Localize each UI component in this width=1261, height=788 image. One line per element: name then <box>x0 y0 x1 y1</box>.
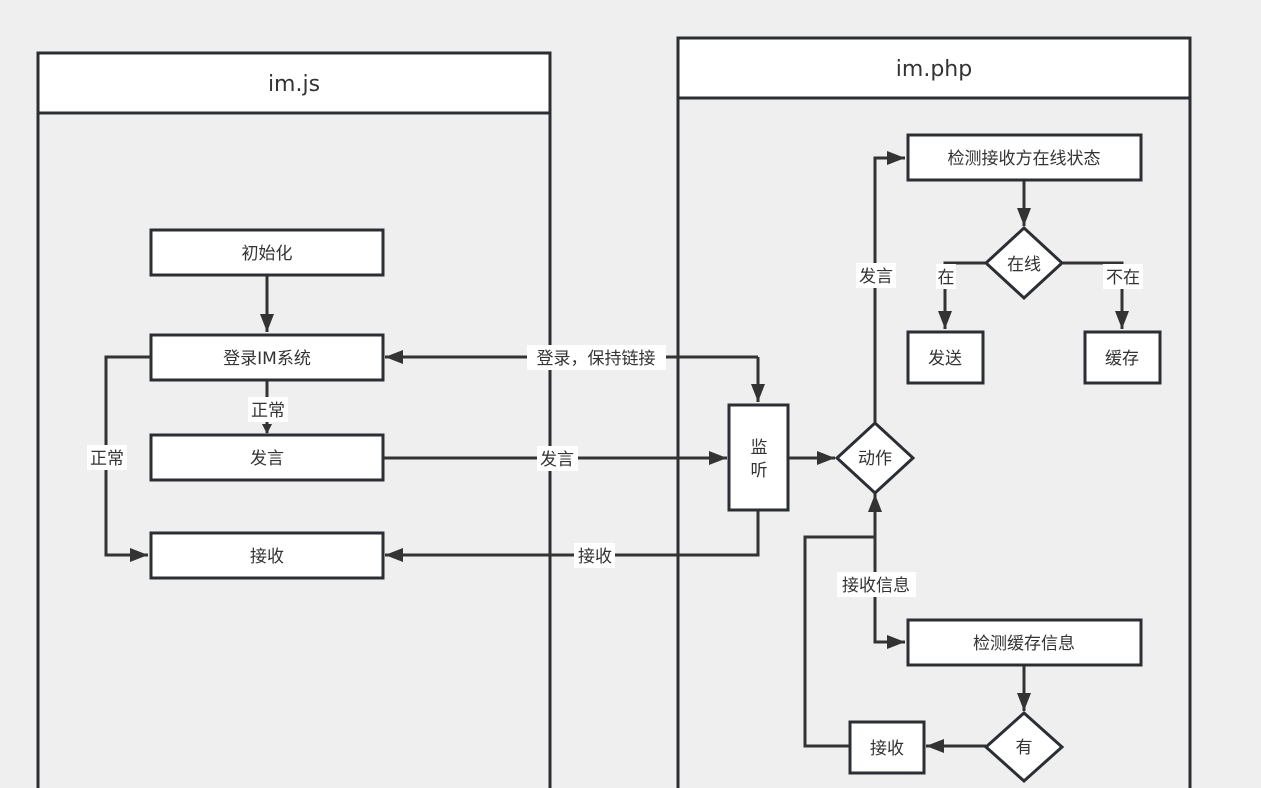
lane-im-js: im.js <box>36 51 552 788</box>
node-cache[interactable]: 缓存 <box>1083 330 1162 385</box>
node-receive-php[interactable]: 接收 <box>848 720 926 775</box>
node-send-label: 发送 <box>928 349 962 369</box>
edge-label-online-yes: 在 <box>936 264 956 289</box>
edge-online-cache <box>1063 261 1129 329</box>
edge-listen-receive <box>385 510 760 562</box>
node-receive-js-label: 接收 <box>250 547 284 567</box>
node-has[interactable]: 有 <box>983 710 1065 784</box>
node-online-label: 在线 <box>1007 255 1041 275</box>
edge-label-login-keep: 登录，保持链接 <box>527 345 666 370</box>
svg-text:接收: 接收 <box>578 547 612 567</box>
node-listen-label-1: 监 <box>751 438 768 458</box>
edge-label-receive-msg: 接收 <box>574 543 615 568</box>
node-receive-php-label: 接收 <box>870 739 904 759</box>
edge-label-action-speak: 发言 <box>856 263 896 288</box>
svg-text:不在: 不在 <box>1106 268 1140 288</box>
edge-receive-loop <box>803 535 875 748</box>
node-check-online[interactable]: 检测接收方在线状态 <box>906 133 1143 182</box>
edge-online-send <box>938 261 986 329</box>
node-listen[interactable]: 监 听 <box>727 403 790 512</box>
node-listen-label-2: 听 <box>751 461 768 481</box>
node-action-label: 动作 <box>858 449 892 469</box>
node-login-label: 登录IM系统 <box>223 349 311 369</box>
edge-label-login-normal: 正常 <box>248 397 288 422</box>
node-receive-js[interactable]: 接收 <box>149 531 385 580</box>
node-check-cache[interactable]: 检测缓存信息 <box>906 618 1143 667</box>
edge-action-check-online <box>873 151 905 422</box>
edge-label-speak-msg: 发言 <box>537 446 578 471</box>
edge-label-side-normal: 正常 <box>87 445 127 470</box>
node-speak-label: 发言 <box>250 449 284 469</box>
node-init[interactable]: 初始化 <box>149 228 385 277</box>
node-check-online-label: 检测接收方在线状态 <box>948 149 1101 169</box>
node-check-cache-label: 检测缓存信息 <box>973 634 1075 654</box>
node-online[interactable]: 在线 <box>983 225 1065 301</box>
lane-title-im-php: im.php <box>896 57 972 82</box>
lane-title-im-js: im.js <box>268 72 320 97</box>
edge-label-online-no: 不在 <box>1103 264 1143 289</box>
svg-text:发言: 发言 <box>859 267 893 287</box>
svg-text:正常: 正常 <box>251 401 285 421</box>
svg-text:正常: 正常 <box>90 449 124 469</box>
node-action[interactable]: 动作 <box>834 420 916 496</box>
svg-text:接收信息: 接收信息 <box>842 576 910 596</box>
node-speak[interactable]: 发言 <box>149 433 385 482</box>
node-cache-label: 缓存 <box>1105 349 1139 369</box>
node-login[interactable]: 登录IM系统 <box>149 333 385 382</box>
node-init-label: 初始化 <box>242 244 293 264</box>
node-send[interactable]: 发送 <box>906 330 985 385</box>
svg-text:在: 在 <box>938 268 955 288</box>
edge-label-receive-info: 接收信息 <box>837 572 916 597</box>
node-has-label: 有 <box>1016 738 1033 758</box>
svg-text:发言: 发言 <box>540 450 574 470</box>
svg-text:登录，保持链接: 登录，保持链接 <box>537 349 656 369</box>
